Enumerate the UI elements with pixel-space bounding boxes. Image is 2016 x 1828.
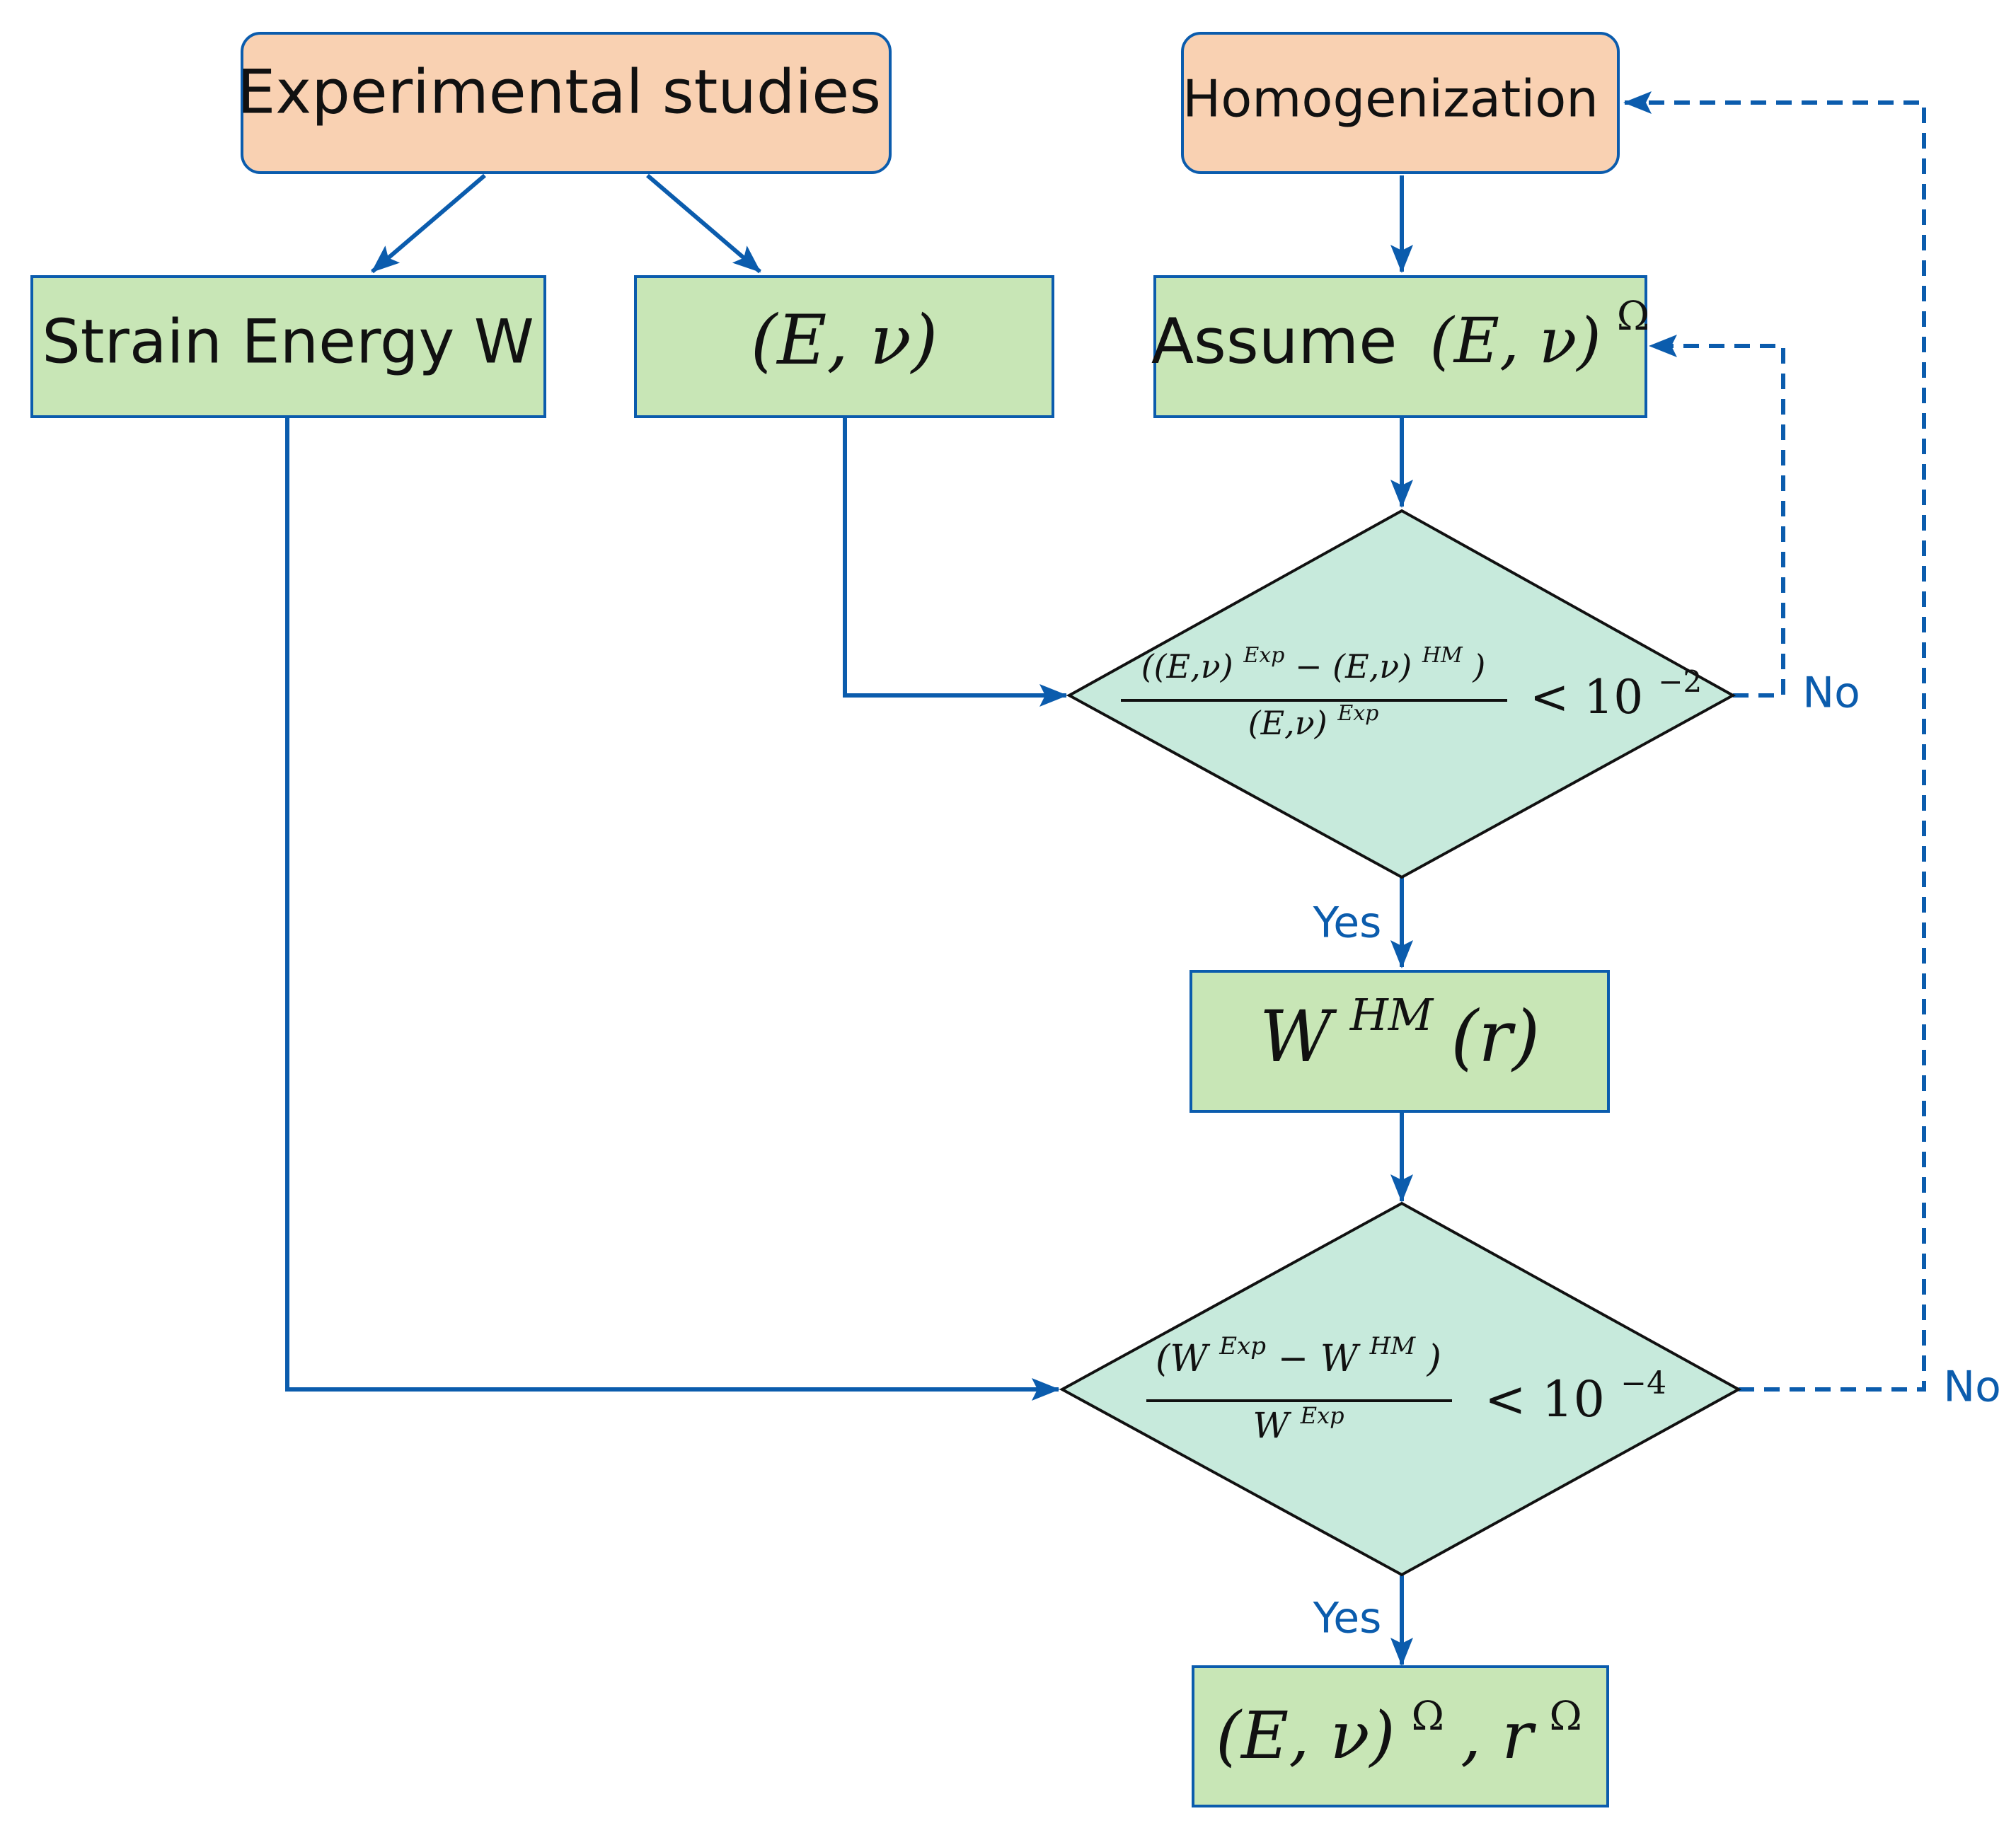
result-expr: (E, ν) xyxy=(1216,1698,1395,1774)
node-w-hm: W HM (r) xyxy=(1190,967,1610,1113)
decision-1-num-close: ) xyxy=(1472,647,1485,686)
result-mid: , r xyxy=(1461,1698,1536,1774)
decision-1-den: (E,ν) xyxy=(1248,704,1327,742)
node-homogenization: Homogenization xyxy=(1181,32,1620,174)
strain-energy-label: Strain Energy W xyxy=(42,306,534,377)
decision-1-num-mid: − (E,ν) xyxy=(1295,647,1412,686)
node-assume: Assume (E, ν) Ω xyxy=(1151,275,1649,418)
edge-experimental-to-enu xyxy=(646,173,761,274)
decision-1-num-a-sup: Exp xyxy=(1243,643,1284,668)
w-hm-base: W xyxy=(1260,995,1337,1078)
edge-enu-to-decision1 xyxy=(843,417,1068,707)
homogenization-label: Homogenization xyxy=(1182,69,1599,129)
decision-1-num-a: ((E,ν) xyxy=(1141,647,1233,686)
node-e-nu: (E, ν) xyxy=(634,275,1054,418)
node-decision-1: ((E,ν) Exp − (E,ν) HM ) (E,ν) Exp < 10 −… xyxy=(1066,509,1736,879)
node-decision-2: (W Exp − W HM ) W Exp < 10 −4 xyxy=(1059,1201,1742,1577)
edge-decision1-no xyxy=(1649,335,1785,698)
label-yes-1: Yes xyxy=(1313,898,1382,948)
decision-2-num-b-sup: HM xyxy=(1369,1332,1417,1360)
w-hm-sup: HM xyxy=(1349,989,1434,1041)
w-hm-label: W HM (r) xyxy=(1260,967,1540,1078)
assume-prefix: Assume xyxy=(1151,305,1398,378)
decision-1-relation-text: < 10 xyxy=(1530,670,1643,724)
decision-2-num-mid: − W xyxy=(1278,1338,1361,1380)
edge-strain-to-decision2 xyxy=(285,417,1060,1401)
edge-decision2-no xyxy=(1623,91,1926,1392)
decision-2-exp: −4 xyxy=(1620,1365,1666,1401)
node-strain-energy: Strain Energy W xyxy=(30,275,546,418)
decision-1-exp: −2 xyxy=(1658,664,1702,699)
decision-2-den: W xyxy=(1252,1405,1291,1446)
label-no-2: No xyxy=(1943,1363,2001,1412)
decision-2-denominator: W Exp xyxy=(1252,1402,1344,1446)
decision-1-denominator: (E,ν) Exp xyxy=(1248,701,1379,742)
edges xyxy=(285,91,1926,1666)
e-nu-label: (E, ν) xyxy=(751,301,938,380)
decision-2-relation-text: < 10 xyxy=(1485,1370,1605,1428)
assume-expr: (E, ν) xyxy=(1429,304,1601,377)
decision-1-numerator: ((E,ν) Exp − (E,ν) HM ) xyxy=(1141,632,1486,686)
decision-1-relation: < 10 −2 xyxy=(1530,664,1702,724)
decision-2-relation: < 10 −4 xyxy=(1485,1365,1666,1428)
result-label: (E, ν) Ω , r Ω xyxy=(1216,1672,1582,1774)
node-experimental-studies: Experimental studies xyxy=(237,32,892,174)
node-result: (E, ν) Ω , r Ω xyxy=(1192,1665,1609,1807)
decision-2-num-a-sup: Exp xyxy=(1219,1332,1266,1360)
label-no-1: No xyxy=(1802,669,1860,718)
decision-2-numerator: (W Exp − W HM ) xyxy=(1156,1321,1441,1380)
assume-label: Assume (E, ν) Ω xyxy=(1151,294,1649,378)
decision-2-num-a: (W xyxy=(1156,1338,1210,1380)
result-sup-1: Ω xyxy=(1412,1694,1444,1740)
assume-sup: Ω xyxy=(1617,294,1649,340)
decision-1-den-sup: Exp xyxy=(1337,701,1378,726)
decision-2-den-sup: Exp xyxy=(1300,1402,1344,1429)
result-sup-2: Ω xyxy=(1549,1694,1582,1740)
decision-2-num-close: ) xyxy=(1427,1338,1441,1380)
label-yes-2: Yes xyxy=(1313,1594,1382,1643)
experimental-studies-label: Experimental studies xyxy=(237,57,881,127)
decision-1-num-b-sup: HM xyxy=(1422,643,1463,668)
w-hm-arg: (r) xyxy=(1451,995,1540,1078)
edge-experimental-to-strain xyxy=(371,173,486,274)
